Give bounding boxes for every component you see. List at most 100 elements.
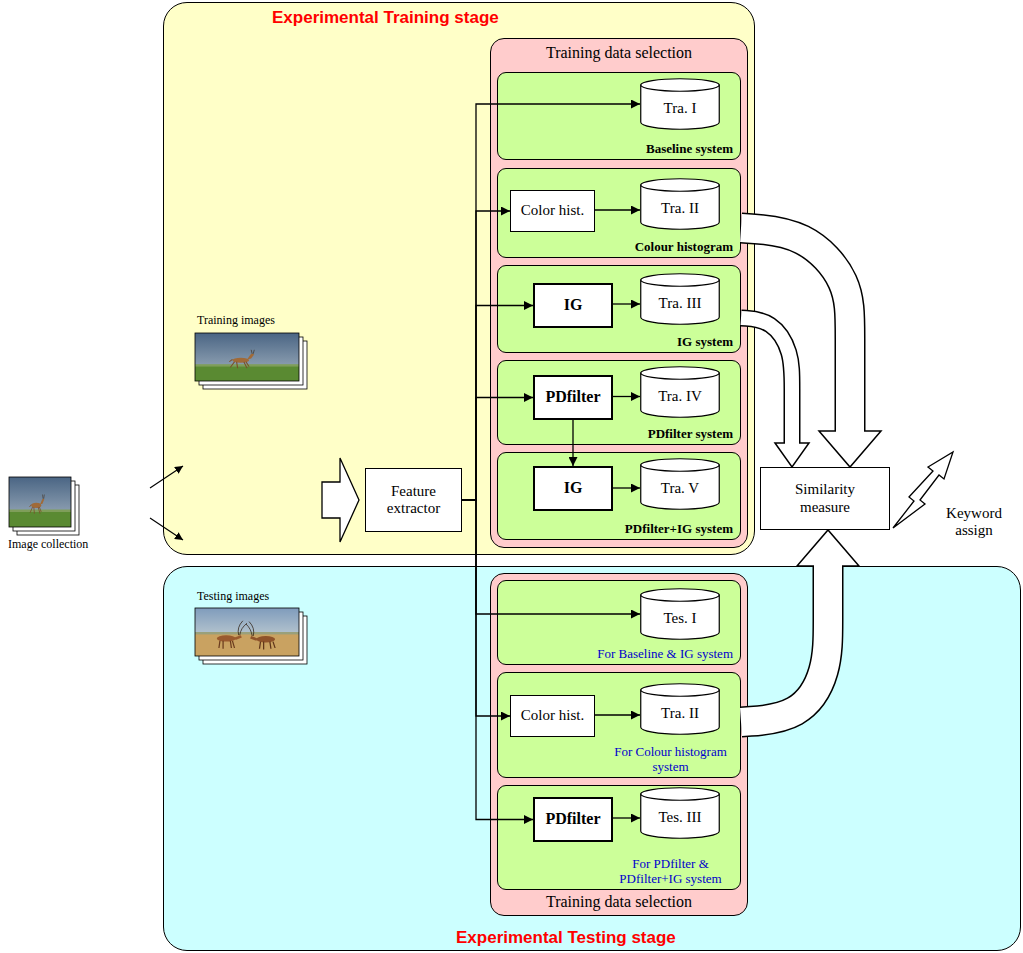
photo-frame <box>17 485 79 535</box>
database-cylinder: Tes. III <box>640 787 720 839</box>
flow-arrow <box>595 210 640 211</box>
split-arrow <box>150 518 183 540</box>
hollow-shaft-outline <box>741 318 792 443</box>
process-box: IG <box>533 283 613 328</box>
panel-title: Training data selection <box>546 44 692 62</box>
label-slot: Keyword assign <box>930 505 1018 540</box>
caption-label: Training images <box>197 314 275 328</box>
connector-line <box>595 209 640 210</box>
label-slot: Image collection <box>8 538 88 552</box>
flow-arrow <box>462 500 533 820</box>
database-label: Tra. V <box>661 480 699 497</box>
database-label: Tes. I <box>663 610 696 627</box>
flow-arrow <box>462 211 510 500</box>
label-slot: Testing images <box>197 590 269 604</box>
process-label: Color hist. <box>521 202 584 219</box>
module-label: Feature extractor <box>374 483 454 518</box>
connector-line <box>462 211 510 500</box>
flow-arrow <box>613 818 640 819</box>
photo <box>195 608 299 656</box>
cylinder-top <box>641 367 720 380</box>
process-label: Color hist. <box>521 707 584 724</box>
flow-arrow <box>613 304 640 305</box>
flow-arrow <box>462 500 640 614</box>
connector-line <box>613 303 640 304</box>
database-label: Tra. II <box>661 200 699 217</box>
photo-frame <box>195 333 299 381</box>
system-box: Colour histogramColor hist.Tra. II <box>497 168 741 258</box>
photo-frame <box>199 612 303 660</box>
stage-region: Experimental Training stageTraining data… <box>163 2 755 555</box>
database-label: Tra. I <box>664 100 697 117</box>
connector-line <box>572 420 573 466</box>
connector-line <box>613 817 640 818</box>
stage-region: Experimental Testing stage Training data … <box>163 566 1021 951</box>
cylinder-top <box>641 684 720 697</box>
process-box: Color hist. <box>510 695 595 737</box>
flow-arrow <box>462 306 533 501</box>
system-label: PDfilter system <box>648 427 733 442</box>
label-slot: Training images <box>197 314 275 328</box>
panel-title: Training data selection <box>546 893 692 911</box>
hollow-shaft-fill <box>741 318 792 443</box>
hollow-arrow-joint <box>785 440 799 445</box>
system-box: PDfilter system PDfilter Tra. IV <box>497 360 741 445</box>
hollow-flow-arrow <box>741 318 809 467</box>
photo-frame <box>199 337 303 385</box>
connector-line <box>595 714 640 715</box>
split-arrow <box>150 466 183 488</box>
hollow-arrow-head <box>775 443 809 467</box>
system-box: For PDfilter & PDfilter+IG systemPDfilte… <box>497 785 741 890</box>
cylinder-top <box>641 589 720 602</box>
process-label: IG <box>564 296 583 314</box>
selection-panel: Training data selection For Baseline & IG… <box>490 573 748 916</box>
system-label: For Baseline & IG system <box>597 647 733 662</box>
flow-arrow <box>595 715 640 716</box>
flow-arrow <box>573 420 574 466</box>
hollow-flow-arrow <box>741 228 881 467</box>
flow-arrow <box>462 398 533 501</box>
system-label: For Colour histogram system <box>608 745 733 775</box>
photo-frame <box>9 477 71 527</box>
image-collection-stack <box>9 477 79 535</box>
lightning-arrow <box>893 452 953 528</box>
process-box: PDfilter <box>533 797 613 842</box>
process-label: IG <box>564 479 583 497</box>
flow-arrow <box>462 104 640 500</box>
connector-line <box>462 500 640 614</box>
system-box: For Colour histogram systemColor hist.Tr… <box>497 672 741 778</box>
hollow-flow-arrow <box>741 530 859 722</box>
connector-line <box>462 104 640 500</box>
module-box: Similarity measure <box>760 467 890 530</box>
database-label: Tra. IV <box>658 388 702 405</box>
database-label: Tra. III <box>659 295 702 312</box>
connector-line <box>462 306 533 501</box>
process-box: PDfilter <box>533 375 613 420</box>
connector-line <box>613 487 640 488</box>
cylinder-top <box>641 788 720 801</box>
hollow-shaft-fill <box>741 566 828 722</box>
process-label: PDfilter <box>545 810 600 828</box>
module-box: Feature extractor <box>365 468 462 532</box>
photo-frame <box>203 616 307 664</box>
training-images-stack <box>195 333 307 389</box>
hollow-input-arrow <box>322 458 359 542</box>
system-box: PDfilter+IG systemIGTra. V <box>497 452 741 540</box>
database-cylinder: Tes. I <box>640 588 720 640</box>
selection-panel: Training data selectionBaseline systemTr… <box>490 38 748 548</box>
cylinder-top <box>641 459 720 472</box>
database-cylinder: Tra. IV <box>640 366 720 418</box>
hollow-shaft-outline <box>741 228 850 431</box>
stage-title: Experimental Training stage <box>272 8 499 28</box>
connector-line <box>462 398 533 501</box>
photo-frame <box>13 481 75 531</box>
system-label: IG system <box>677 335 733 350</box>
caption-label: Image collection <box>8 538 88 552</box>
hollow-arrow-joint <box>814 564 842 569</box>
stage-title: Experimental Testing stage <box>456 928 676 948</box>
photo-frame <box>203 341 307 389</box>
caption-label: Keyword assign <box>930 505 1018 540</box>
